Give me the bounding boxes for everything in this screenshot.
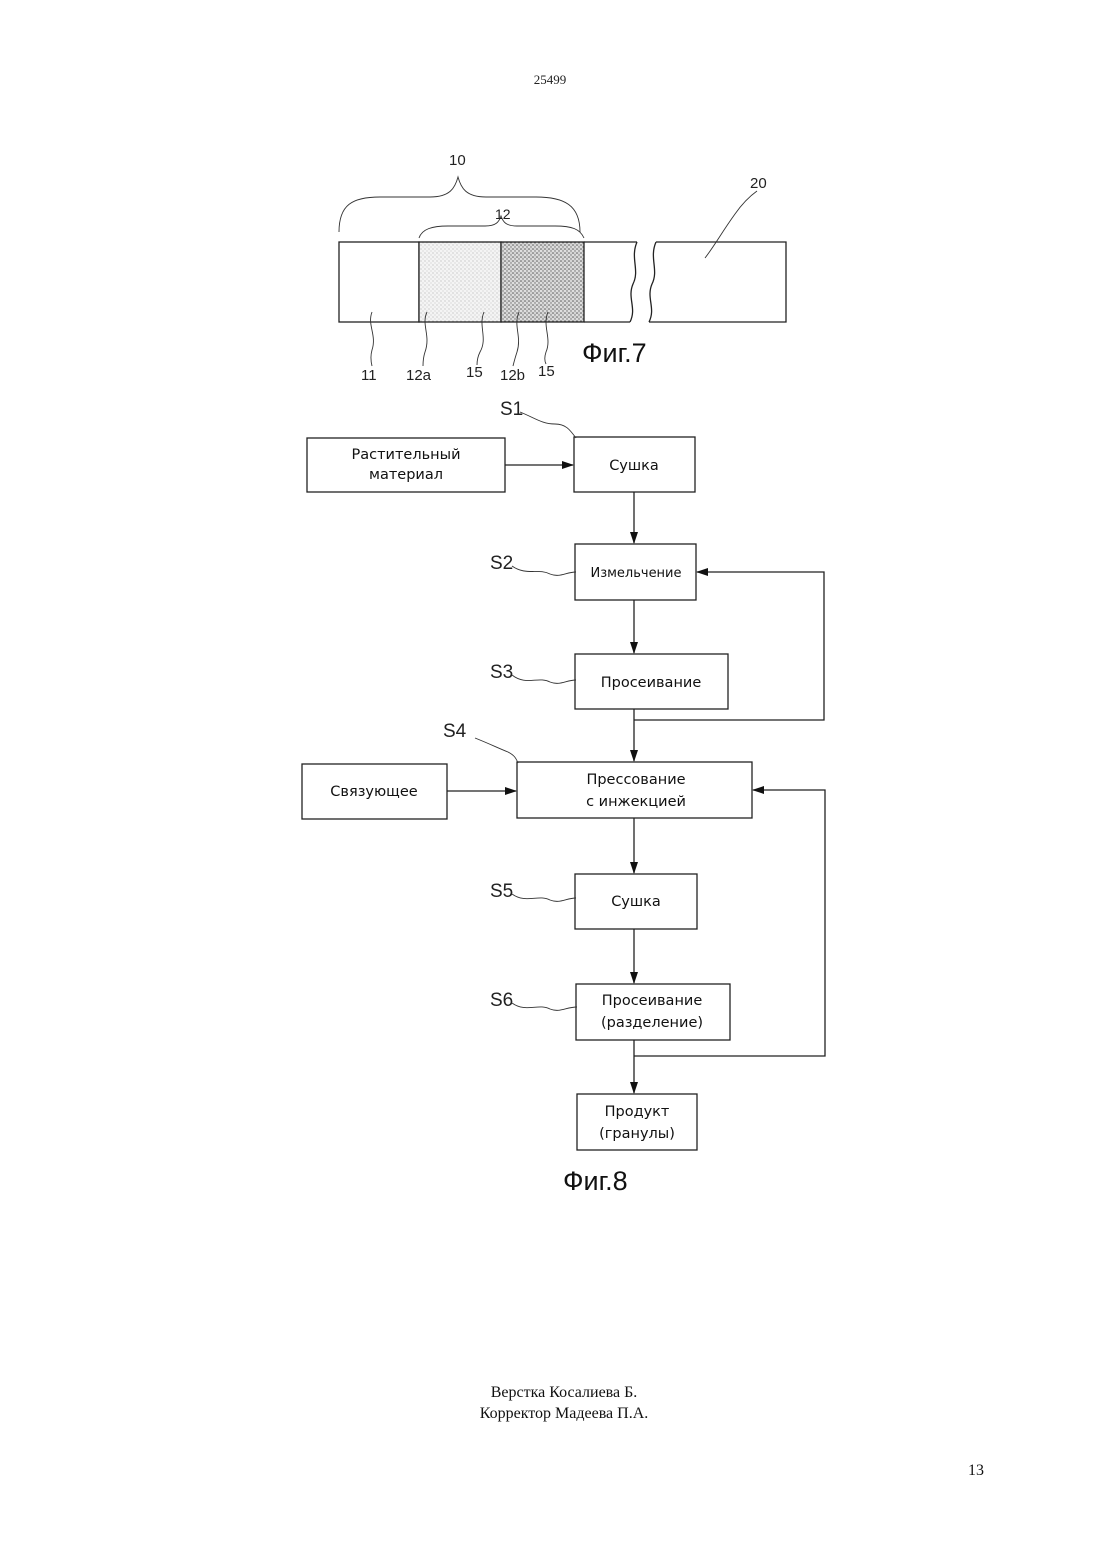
box-drying-s5-label: Сушка: [611, 894, 661, 910]
corrector-credit: Корректор Мадеева П.А.: [0, 1403, 1100, 1424]
label-12a: 12a: [406, 367, 432, 384]
fig7-diagram: 10 12 20 11 12a 15 12b 15 Фиг.7: [339, 152, 786, 384]
step-label-s6: S6: [490, 990, 513, 1011]
break-line-right: [649, 242, 656, 322]
break-line-left: [630, 242, 637, 322]
fig8-flowchart: Растительный материал Сушка Измельчение …: [302, 399, 825, 1196]
label-20: 20: [750, 175, 767, 192]
page-number: 13: [968, 1462, 984, 1480]
label-11: 11: [361, 367, 377, 384]
step-label-s4: S4: [443, 721, 467, 742]
box-sieving-s6-line2: (разделение): [601, 1015, 703, 1031]
box-plant-material-line2: материал: [369, 467, 443, 483]
box-drying-s1-label: Сушка: [609, 458, 659, 474]
step-label-s2: S2: [490, 553, 513, 574]
segment-12b: [501, 242, 584, 322]
label-12: 12: [495, 206, 511, 222]
label-12b: 12b: [500, 367, 525, 384]
step-label-s3: S3: [490, 662, 513, 683]
box-plant-material-line1: Растительный: [351, 447, 460, 463]
segment-11: [339, 242, 419, 322]
fig8-title: Фиг.8: [563, 1166, 628, 1196]
label-15b: 15: [538, 363, 555, 380]
box-sieving-s3-label: Просеивание: [601, 675, 702, 691]
label-10: 10: [449, 152, 466, 169]
box-product-line1: Продукт: [605, 1104, 670, 1120]
label-15a: 15: [466, 364, 483, 381]
step-label-s1: S1: [500, 399, 523, 420]
fig7-title: Фиг.7: [582, 338, 647, 368]
credits-block: Верстка Косалиева Б. Корректор Мадеева П…: [0, 1382, 1100, 1424]
segment-12a: [419, 242, 501, 322]
box-grinding-s2-label: Измельчение: [590, 566, 681, 581]
leader-20: [705, 191, 757, 258]
segment-20: [649, 242, 786, 322]
box-pressing-s4-line2: с инжекцией: [586, 794, 686, 810]
box-binder-label: Связующее: [330, 784, 417, 800]
box-pressing-s4-line1: Прессование: [586, 772, 685, 788]
box-product-line2: (гранулы): [599, 1126, 675, 1142]
brace-10: [339, 177, 580, 232]
box-sieving-s6-line1: Просеивание: [602, 993, 703, 1009]
step-label-s5: S5: [490, 881, 513, 902]
layout-credit: Верстка Косалиева Б.: [0, 1382, 1100, 1403]
